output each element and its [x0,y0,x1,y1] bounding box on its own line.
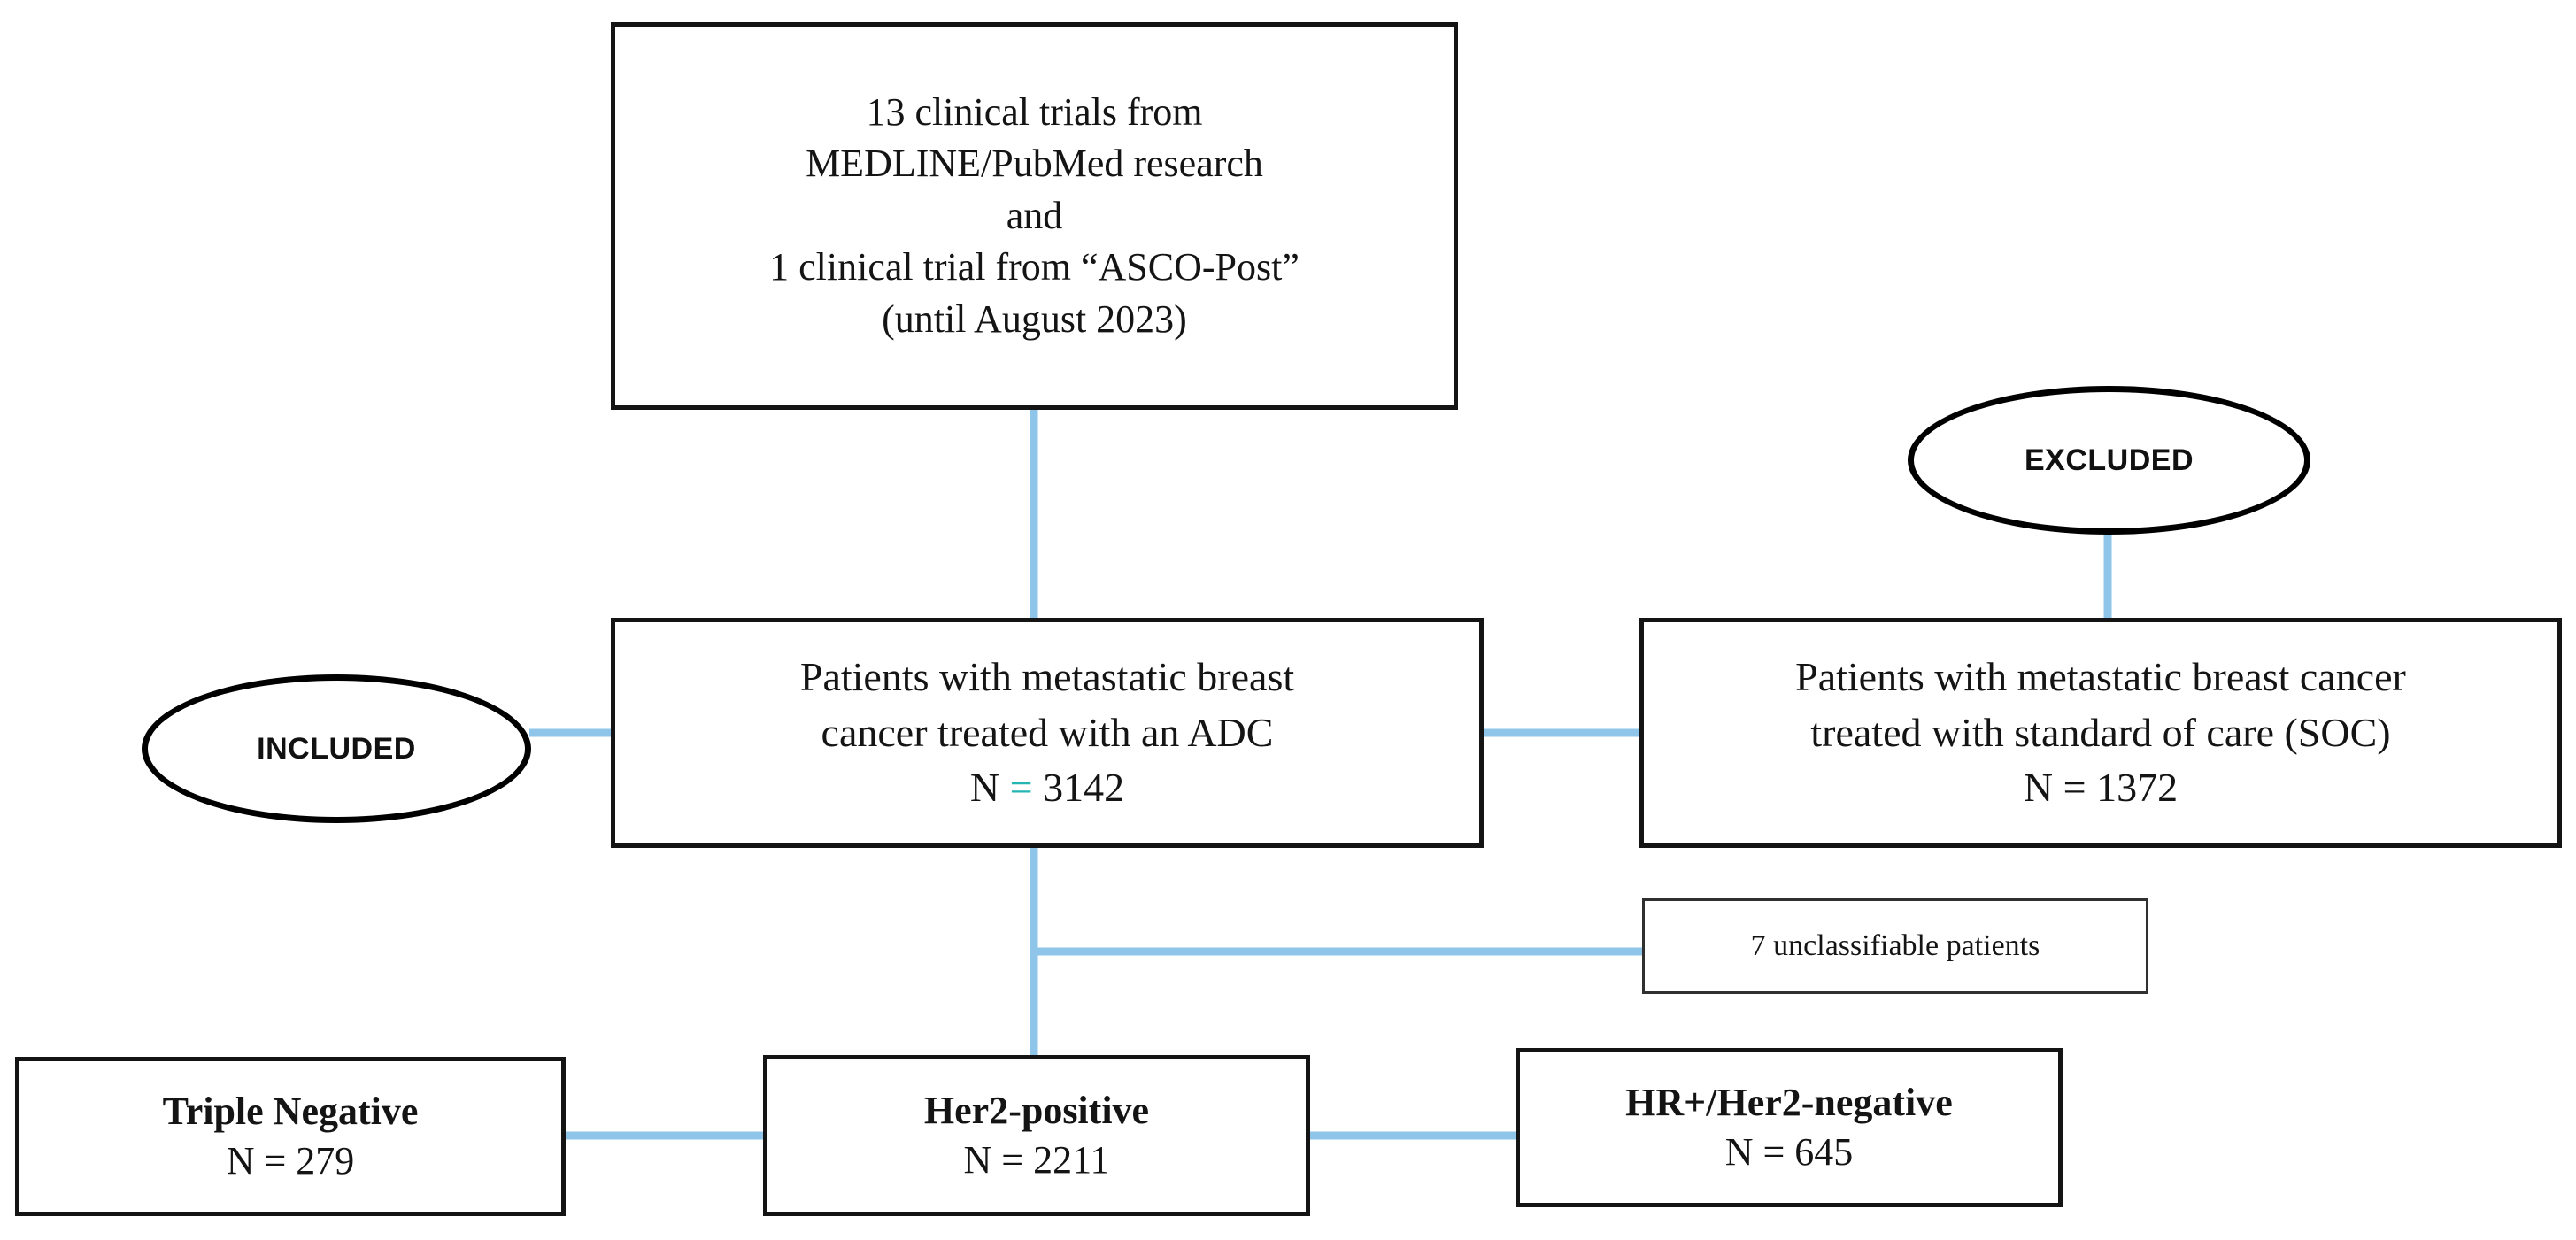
sources-line-2: MEDLINE/PubMed research [806,142,1263,186]
badge-included: INCLUDED [142,674,531,823]
node-soc-cohort: Patients with metastatic breast cancer t… [1639,618,2562,848]
badge-included-label: INCLUDED [257,731,416,766]
tnbc-count: N = 279 [227,1136,355,1186]
sources-line-3: and [1006,193,1063,237]
badge-excluded: EXCLUDED [1908,386,2310,535]
tnbc-count-label: N [226,1139,255,1182]
hrpos-count-value: 645 [1794,1130,1854,1174]
node-sources: 13 clinical trials from MEDLINE/PubMed r… [611,22,1458,410]
node-adc-cohort: Patients with metastatic breast cancer t… [611,618,1484,848]
tnbc-title: Triple Negative [162,1089,419,1133]
adc-count-value: 3142 [1043,765,1125,811]
adc-line-2: cancer treated with an ADC [821,709,1274,755]
hrpos-title: HR+/Her2-negative [1625,1080,1953,1124]
sources-line-1: 13 clinical trials from [866,89,1203,134]
hrpos-count-equals: = [1762,1130,1785,1174]
node-hr-positive-her2-negative: HR+/Her2-negative N = 645 [1516,1048,2063,1207]
adc-count-equals: = [1009,765,1033,811]
soc-count-value: 1372 [2096,765,2179,811]
her2pos-count-label: N [963,1138,992,1182]
hrpos-count-label: N [1724,1130,1754,1174]
her2pos-count-equals: = [1001,1138,1024,1182]
adc-count: N = 3142 [970,760,1124,816]
tnbc-count-value: 279 [296,1139,355,1182]
her2pos-count-value: 2211 [1033,1138,1110,1182]
sources-line-4: 1 clinical trial from “ASCO-Post” [769,245,1300,289]
badge-excluded-label: EXCLUDED [2024,443,2194,477]
adc-count-label: N [969,765,1000,811]
soc-count-equals: = [2063,765,2086,811]
soc-count: N = 1372 [2024,760,2178,816]
tnbc-count-equals: = [264,1139,287,1182]
soc-count-label: N [2023,765,2054,811]
node-unclassifiable: 7 unclassifiable patients [1642,898,2148,994]
sources-line-5: (until August 2023) [882,297,1187,341]
her2pos-count: N = 2211 [964,1136,1110,1185]
node-triple-negative: Triple Negative N = 279 [15,1057,566,1216]
adc-line-1: Patients with metastatic breast [799,654,1295,700]
her2pos-title: Her2-positive [923,1088,1150,1132]
soc-line-1: Patients with metastatic breast cancer [1795,654,2406,700]
node-her2-positive: Her2-positive N = 2211 [763,1055,1310,1216]
soc-line-2: treated with standard of care (SOC) [1810,709,2391,755]
unclassifiable-text: 7 unclassifiable patients [1750,928,2040,962]
hrpos-count: N = 645 [1725,1128,1854,1177]
